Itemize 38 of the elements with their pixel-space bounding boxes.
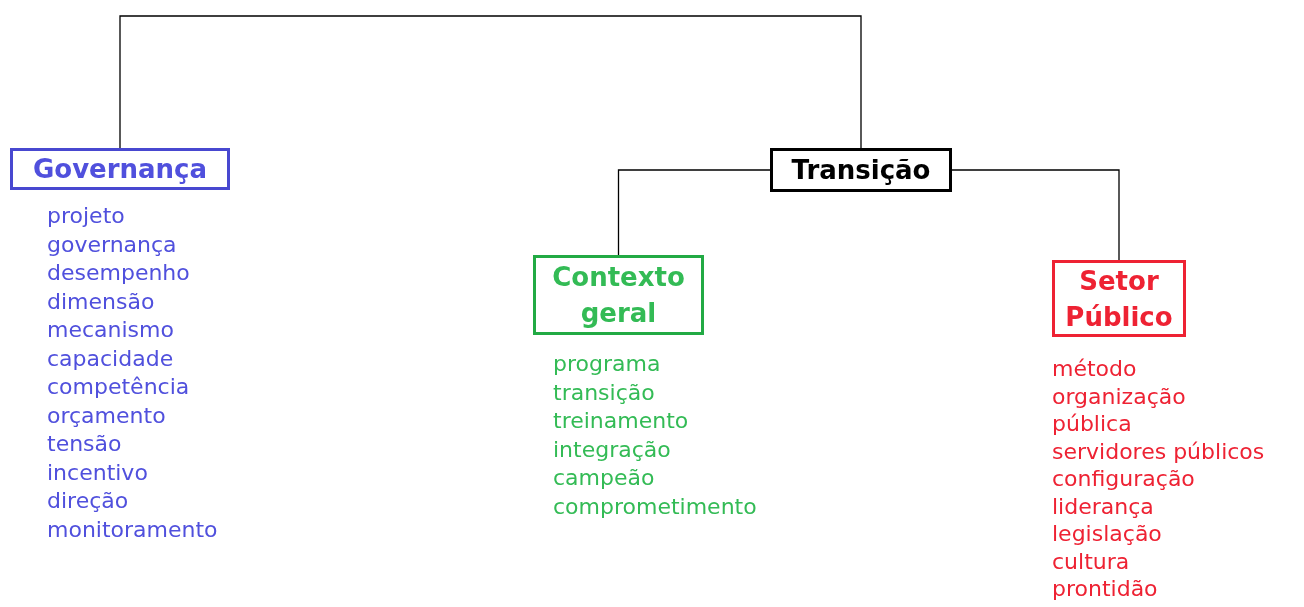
keyword-text: desempenho xyxy=(47,259,191,287)
keyword-text: configuração xyxy=(1052,465,1196,493)
category-title: Governança xyxy=(32,153,208,186)
connector-line xyxy=(951,169,1120,261)
keyword-text: direção xyxy=(47,487,130,515)
category-box xyxy=(1052,260,1186,337)
keyword-text: programa xyxy=(553,350,662,378)
keyword-text: tensão xyxy=(47,430,123,458)
keyword-text: campeão xyxy=(553,464,656,492)
keyword-text: legislação xyxy=(1052,520,1163,548)
keyword-text: competência xyxy=(47,373,191,401)
keyword-text: pública xyxy=(1052,410,1133,438)
keyword-text: organização xyxy=(1052,382,1187,410)
keyword-text: comprometimento xyxy=(553,492,757,521)
keyword-text: treinamento xyxy=(553,407,690,435)
keyword-text: orçamento xyxy=(47,401,167,430)
keyword-text: capacidade xyxy=(47,344,175,373)
keyword-text: incentivo xyxy=(47,458,149,487)
keyword-text: liderança xyxy=(1052,492,1155,520)
connector-line xyxy=(119,15,862,149)
keyword-text: cultura xyxy=(1052,547,1131,575)
category-title: Contexto geral xyxy=(551,261,686,330)
root-box xyxy=(770,148,952,192)
connector-line xyxy=(617,169,771,256)
keyword-text: mecanismo xyxy=(47,316,175,344)
keyword-text: monitoramento xyxy=(47,515,218,544)
keyword-text: prontidão xyxy=(1052,575,1159,603)
category-box xyxy=(10,148,230,190)
category-box xyxy=(533,255,704,335)
keyword-text: integração xyxy=(553,435,672,464)
keyword-text: método xyxy=(1052,355,1138,383)
category-title: Transição xyxy=(791,154,931,187)
keyword-text: projeto xyxy=(47,202,126,230)
category-title: Setor Público xyxy=(1064,264,1174,334)
keyword-text: transição xyxy=(553,378,656,407)
keyword-text: governança xyxy=(47,230,178,259)
keyword-text: servidores públicos xyxy=(1052,437,1265,465)
keyword-text: dimensão xyxy=(47,287,156,316)
